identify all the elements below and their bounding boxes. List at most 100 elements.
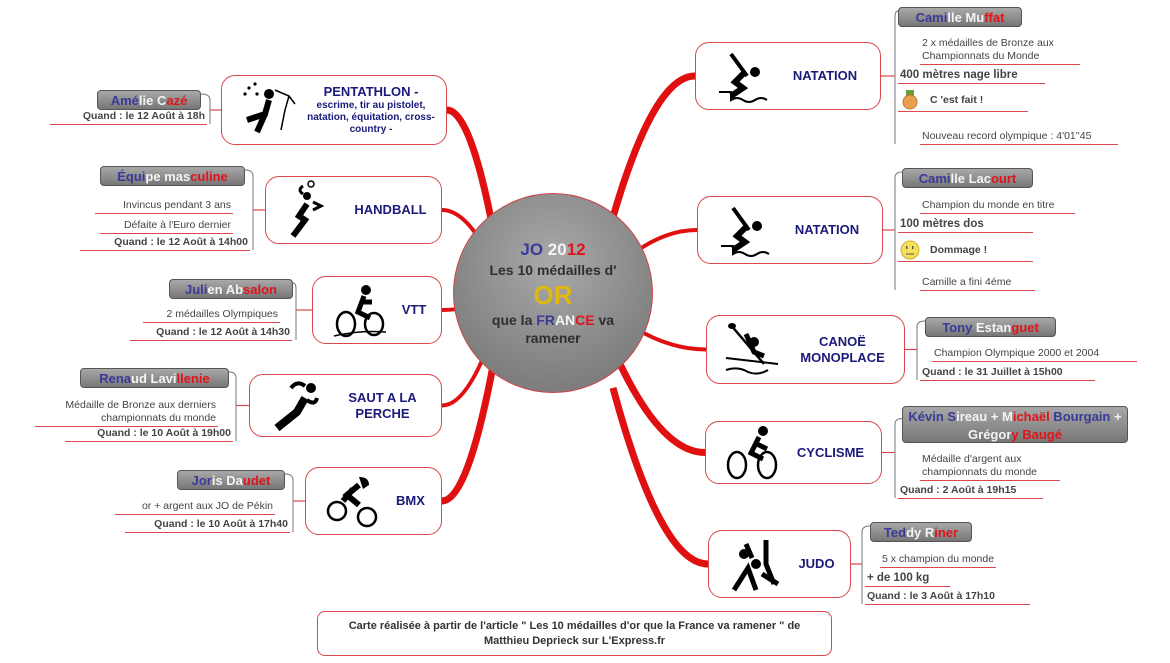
note-text: 400 mètres nage libre bbox=[900, 69, 1018, 81]
central-title-segment: FR bbox=[536, 312, 555, 328]
topic-judo[interactable]: JUDO bbox=[708, 530, 851, 598]
note-text: Champion du monde en titre bbox=[922, 199, 1055, 211]
note-text: Quand : le 12 Août à 14h30 bbox=[156, 326, 290, 338]
note-text: Quand : le 31 Juillet à 15h00 bbox=[922, 366, 1063, 378]
athlete-name-tag[interactable]: Amélie Cazé bbox=[97, 90, 201, 110]
note-when[interactable]: Quand : le 12 Août à 14h00 bbox=[80, 236, 250, 251]
note-desc[interactable]: 5 x champion du monde bbox=[880, 553, 997, 568]
athlete-name-segment: ffat bbox=[984, 10, 1005, 25]
athlete-name-tag[interactable]: Camille Lacourt bbox=[902, 168, 1033, 188]
note-text: Médaille de Bronze aux derniers champion… bbox=[65, 399, 216, 424]
connector-saut bbox=[228, 371, 237, 441]
topic-label: CYCLISME bbox=[788, 445, 881, 461]
note-when[interactable]: Quand : le 12 Août à 18h bbox=[50, 110, 207, 125]
note-bold[interactable]: 100 mètres dos bbox=[898, 218, 1033, 233]
athlete-name-tag[interactable]: Teddy Riner bbox=[870, 522, 972, 542]
athlete-name-tag[interactable]: Renaud Lavillenie bbox=[80, 368, 229, 388]
note-text: Quand : le 12 Août à 18h bbox=[82, 110, 205, 122]
note-when[interactable]: Quand : 2 Août à 19h15 bbox=[898, 484, 1043, 499]
central-title-segment: CE bbox=[575, 312, 595, 328]
topic-handball[interactable]: HANDBALL bbox=[265, 176, 442, 244]
note-desc[interactable]: Champion Olympique 2000 et 2004 bbox=[932, 347, 1137, 362]
note-text: Invincus pendant 3 ans bbox=[123, 199, 231, 211]
athlete-name-segment: ichaël bbox=[1012, 409, 1050, 424]
note-desc[interactable]: Camille a fini 4éme bbox=[920, 276, 1035, 291]
branch-judo bbox=[609, 386, 709, 568]
topic-title: NATATION bbox=[794, 222, 860, 237]
note-text: Médaille d'argent aux championnats du mo… bbox=[922, 453, 1037, 478]
athlete-name-segment: Amé bbox=[110, 93, 139, 108]
note-text: Quand : le 3 Août à 17h10 bbox=[867, 590, 995, 602]
topic-natation2[interactable]: NATATION bbox=[697, 196, 883, 264]
athlete-name-segment: Bourgain bbox=[1049, 409, 1114, 424]
swimming-icon bbox=[721, 206, 770, 257]
athlete-name-segment: lle Lac bbox=[950, 171, 991, 186]
topic-title: VTT bbox=[401, 302, 427, 317]
athlete-name-segment: y Baugé bbox=[1011, 427, 1062, 442]
central-topic[interactable]: JO 2012 Les 10 médailles d' OR que la FR… bbox=[453, 193, 653, 393]
pentathlon-icon bbox=[243, 82, 296, 134]
topic-label: HANDBALL bbox=[348, 202, 441, 218]
topic-title: NATATION bbox=[792, 68, 858, 83]
athlete-name-segment: lle Mu bbox=[947, 10, 985, 25]
note-when[interactable]: Quand : le 10 Août à 19h00 bbox=[65, 427, 233, 442]
topic-pentathlon[interactable]: PENTATHLON -escrime, tir au pistolet, na… bbox=[221, 75, 447, 145]
athlete-name-tag[interactable]: Kévin Sireau + Michaël Bourgain + Grégor… bbox=[902, 406, 1128, 443]
athlete-name-segment: Kévin S bbox=[908, 409, 957, 424]
note-when[interactable]: Quand : le 3 Août à 17h10 bbox=[865, 590, 1030, 605]
handball-icon bbox=[290, 180, 325, 238]
note-text: Quand : le 12 Août à 14h00 bbox=[114, 236, 248, 248]
note-bold[interactable]: + de 100 kg bbox=[865, 572, 950, 587]
note-desc[interactable]: Nouveau record olympique : 4'01''45 bbox=[920, 130, 1118, 145]
athlete-name-segment: Estan bbox=[975, 320, 1012, 335]
note-text: 2 x médailles de Bronze aux Championnats… bbox=[922, 37, 1054, 62]
note-desc[interactable]: 2 x médailles de Bronze aux Championnats… bbox=[920, 37, 1080, 65]
topic-vtt[interactable]: VTT bbox=[312, 276, 442, 344]
note-text: or + argent aux JO de Pékin bbox=[141, 500, 273, 512]
note-status[interactable]: C 'est fait ! bbox=[898, 90, 1028, 112]
neutral-face-icon bbox=[900, 240, 920, 260]
note-when[interactable]: Quand : le 31 Juillet à 15h00 bbox=[920, 366, 1095, 381]
footer-text: Carte réalisée à partir de l'article " L… bbox=[348, 619, 801, 647]
connector-judo bbox=[861, 525, 871, 604]
branch-bmx bbox=[441, 365, 497, 505]
note-desc[interactable]: Médaille d'argent aux championnats du mo… bbox=[920, 453, 1060, 481]
note-desc[interactable]: Champion du monde en titre bbox=[920, 199, 1075, 214]
athlete-name-segment: pe mas bbox=[145, 169, 191, 184]
athlete-name-tag[interactable]: Camille Muffat bbox=[898, 7, 1022, 27]
swimming-icon bbox=[719, 52, 768, 103]
athlete-name-tag[interactable]: Tony Estanguet bbox=[925, 317, 1056, 337]
note-desc[interactable]: or + argent aux JO de Pékin bbox=[115, 500, 275, 515]
central-title-segment: JO bbox=[520, 240, 548, 259]
note-desc[interactable]: Défaite à l'Euro dernier bbox=[100, 219, 233, 234]
topic-natation1[interactable]: NATATION bbox=[695, 42, 881, 110]
central-title-line2: Les 10 médailles d' bbox=[489, 262, 617, 278]
athlete-name-tag[interactable]: Équipe masculine bbox=[100, 166, 245, 186]
note-desc[interactable]: 2 médailles Olympiques bbox=[143, 308, 280, 323]
note-text: 5 x champion du monde bbox=[882, 553, 995, 565]
athlete-name-tag[interactable]: Julien Absalon bbox=[169, 279, 293, 299]
branch-cyclisme bbox=[609, 347, 706, 456]
note-desc[interactable]: Médaille de Bronze aux derniers champion… bbox=[35, 399, 218, 427]
topic-bmx[interactable]: BMX bbox=[305, 467, 442, 535]
topic-label: CANOË MONOPLACE bbox=[789, 334, 904, 366]
topic-cyclisme[interactable]: CYCLISME bbox=[705, 421, 882, 484]
note-bold[interactable]: 400 mètres nage libre bbox=[898, 69, 1045, 84]
athlete-name-segment: lie C bbox=[138, 93, 167, 108]
athlete-name-segment: dy R bbox=[906, 525, 935, 540]
athlete-name-tag[interactable]: Joris Daudet bbox=[177, 470, 285, 490]
note-when[interactable]: Quand : le 12 Août à 14h30 bbox=[130, 326, 292, 341]
note-when[interactable]: Quand : le 10 Août à 17h40 bbox=[125, 518, 290, 533]
note-status[interactable]: Dommage ! bbox=[898, 240, 1033, 262]
central-title-line1: JO 2012 bbox=[454, 239, 652, 261]
athlete-name-segment: Équi bbox=[117, 169, 146, 184]
athlete-name-segment: azé bbox=[166, 93, 188, 108]
topic-canoe[interactable]: CANOË MONOPLACE bbox=[706, 315, 905, 384]
note-desc[interactable]: Invincus pendant 3 ans bbox=[95, 199, 233, 214]
topic-saut[interactable]: SAUT A LA PERCHE bbox=[249, 374, 442, 437]
judo-icon bbox=[731, 540, 780, 592]
note-text: Défaite à l'Euro dernier bbox=[123, 219, 231, 231]
connector-vtt bbox=[292, 282, 297, 340]
athlete-name-segment: Jor bbox=[191, 473, 212, 488]
